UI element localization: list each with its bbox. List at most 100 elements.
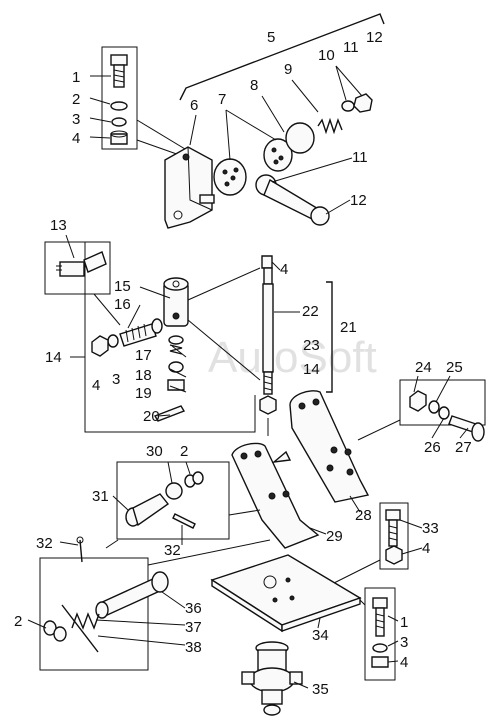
bracket-6 <box>164 146 215 229</box>
cotter-pin-32-upper <box>172 513 196 529</box>
leader-lines <box>27 65 469 689</box>
callout-16: 16 <box>114 296 131 313</box>
nut-10 <box>353 93 373 113</box>
washer-2-top <box>110 101 128 111</box>
pull-rod-22 <box>259 255 277 436</box>
callout-26: 26 <box>424 439 441 456</box>
reflector-disc-7 <box>213 158 247 196</box>
callout-4-lower: 4 <box>400 654 408 671</box>
callout-32-pin: 32 <box>164 542 181 559</box>
washer-2-mid-b <box>192 471 204 485</box>
callout-7: 7 <box>218 91 226 108</box>
callout-37: 37 <box>185 619 202 636</box>
callout-1-top: 1 <box>72 69 80 86</box>
bracket-line-5 <box>179 13 385 101</box>
callout-22: 22 <box>302 303 319 320</box>
nut-24 <box>409 390 427 412</box>
spring-17 <box>168 335 184 355</box>
bolt-1-top <box>110 54 128 88</box>
callout-8: 8 <box>250 77 258 94</box>
callout-4-mid: 4 <box>92 377 100 394</box>
callout-5: 5 <box>267 29 275 46</box>
callout-20: 20 <box>143 408 160 425</box>
bolt-1-lower <box>372 597 388 637</box>
callout-9: 9 <box>284 61 292 78</box>
plate-29 <box>231 442 320 549</box>
spring-arm-38 <box>61 604 99 653</box>
callout-2-top: 2 <box>72 91 80 108</box>
callout-12-top: 12 <box>366 29 383 46</box>
group-box-right <box>399 379 486 426</box>
cotter-pin-20 <box>153 405 186 422</box>
inset-box-13 <box>44 241 111 295</box>
callout-2-lower: 2 <box>14 613 22 630</box>
watermark-text: AutoSoft <box>208 333 377 382</box>
callout-14: 14 <box>45 349 62 366</box>
callout-11: 11 <box>352 149 368 166</box>
washer-3-lower <box>372 643 388 653</box>
callout-14-rod: 14 <box>303 361 320 378</box>
nut-4-lower <box>371 656 389 668</box>
bushing-30 <box>165 482 183 500</box>
spring-9 <box>317 117 343 135</box>
callout-29: 29 <box>326 528 343 545</box>
lever-body-15 <box>163 277 189 327</box>
bolt-washer-nut-group-top <box>101 46 191 159</box>
callout-17: 17 <box>135 347 152 364</box>
pin-31 <box>125 493 170 527</box>
callout-38: 38 <box>185 639 202 656</box>
callout-1-lower: 1 <box>400 614 408 631</box>
screw-16 <box>119 318 163 347</box>
callout-10: 10 <box>318 47 335 64</box>
callout-23: 23 <box>303 337 320 354</box>
lever-11 <box>255 174 330 226</box>
washer-25 <box>428 400 440 414</box>
callout-27: 27 <box>455 439 472 456</box>
callout-3-mid: 3 <box>112 371 120 388</box>
callout-18: 18 <box>135 367 152 384</box>
callout-34: 34 <box>312 627 329 644</box>
group-box-pin <box>116 461 230 540</box>
callout-2-pin: 2 <box>180 443 188 460</box>
spring-37 <box>71 612 100 630</box>
bracket-21 <box>326 281 333 393</box>
callout-12: 12 <box>350 192 367 209</box>
base-plate-34 <box>210 554 362 633</box>
callout-35: 35 <box>312 681 329 698</box>
callout-15: 15 <box>114 278 131 295</box>
group-box-33 <box>379 502 409 570</box>
nut-19 <box>167 379 185 391</box>
nut-4-top <box>110 130 128 145</box>
lever-assembly-box <box>44 241 256 433</box>
callout-24: 24 <box>415 359 432 376</box>
callout-31: 31 <box>92 488 109 505</box>
callout-25: 25 <box>446 359 463 376</box>
bolt-33 <box>385 509 403 565</box>
washer-10 <box>341 100 355 112</box>
callout-28: 28 <box>355 507 372 524</box>
callout-21: 21 <box>340 319 357 336</box>
nut-4-mid <box>91 335 109 357</box>
washer-26 <box>438 406 450 420</box>
callout-3-top: 3 <box>72 111 80 128</box>
cotter-pin-32-lower <box>76 536 84 563</box>
washer-3-mid <box>107 334 119 348</box>
plate-28 <box>289 390 370 503</box>
callout-32-lower: 32 <box>36 535 53 552</box>
group-box-top-left <box>101 46 138 150</box>
callout-3-lower: 3 <box>400 634 408 651</box>
callout-30: 30 <box>146 443 163 460</box>
valve-35 <box>241 641 303 716</box>
callout-13: 13 <box>50 217 67 234</box>
reflector-disc-7b <box>263 138 293 172</box>
disc-8 <box>285 122 315 154</box>
callout-11-top: 11 <box>343 39 359 56</box>
washer-2-lower-b <box>53 626 67 642</box>
shaft-36 <box>95 571 169 619</box>
group-box-lower-left <box>39 557 149 671</box>
washer-3-top <box>111 117 127 127</box>
callout-4-rod: 4 <box>280 261 288 278</box>
group-box-lower-right <box>364 587 396 681</box>
